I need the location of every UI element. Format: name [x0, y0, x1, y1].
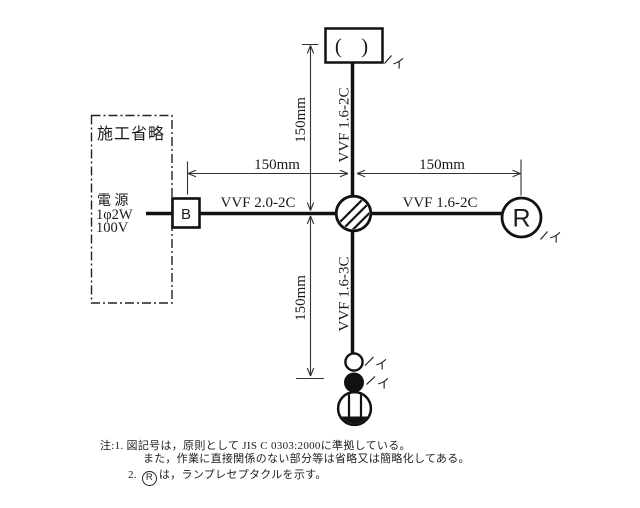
lamp-receptacle-leader-line	[540, 231, 548, 240]
note-line-2: また，作業に直接関係のない部分等は省略又は簡略化してある。	[143, 453, 470, 465]
switch-symbol: イ	[344, 372, 390, 393]
breaker-symbol	[171, 197, 201, 229]
dimension-left-label: 150mm	[254, 157, 300, 173]
breaker-label: B	[181, 206, 191, 223]
junction-box-symbol	[334, 194, 373, 233]
dimension-bottom-label: 150mm	[293, 275, 309, 321]
ceiling-light-glyph: ( )	[335, 34, 375, 58]
power-line1: 電 源	[97, 193, 129, 209]
cable-top-label: VVF 1.6-2C	[337, 87, 353, 162]
power-line3: 100V	[96, 220, 129, 236]
ceiling-light-symbol: ( ) イ	[324, 27, 405, 71]
pilot-lamp-leader-line	[364, 356, 374, 366]
ceiling-light-circuit-label: イ	[392, 56, 405, 71]
power-line2: 1φ2W	[96, 207, 133, 223]
cable-bottom-label: VVF 1.6-3C	[337, 256, 353, 331]
cable-right-label: VVF 1.6-2C	[402, 195, 477, 211]
switch-circuit-label: イ	[377, 376, 390, 391]
lamp-receptacle-circuit-label: イ	[549, 230, 562, 245]
dimension-top-label: 150mm	[293, 97, 309, 143]
outlet-symbol	[336, 390, 373, 427]
dimension-bottom	[296, 215, 324, 380]
pilot-lamp-symbol: イ	[344, 352, 388, 372]
note-2-text: は，ランプレセプタクルを示す。	[158, 469, 327, 481]
lamp-receptacle-glyph: R	[512, 205, 530, 233]
note-line-1: 注:1. 図記号は，原則として JIS C 0303:2000に準拠している。	[100, 440, 411, 452]
dimension-right-label: 150mm	[419, 157, 465, 173]
circled-r-icon: R	[141, 471, 157, 486]
dimension-right	[356, 159, 522, 196]
dimension-top	[302, 43, 319, 211]
construction-omitted-label: 施工省略	[97, 125, 165, 143]
switch-leader-line	[366, 376, 376, 385]
ceiling-light-leader-line	[384, 55, 392, 64]
power-source-label: 電 源 1φ2W 100V	[96, 193, 133, 236]
lamp-receptacle-symbol: R イ	[500, 196, 562, 245]
dimension-left	[186, 161, 349, 195]
cable-left-label: VVF 2.0-2C	[220, 195, 295, 211]
note-2-number: 2.	[128, 469, 137, 481]
pilot-lamp-circuit-label: イ	[375, 357, 388, 372]
